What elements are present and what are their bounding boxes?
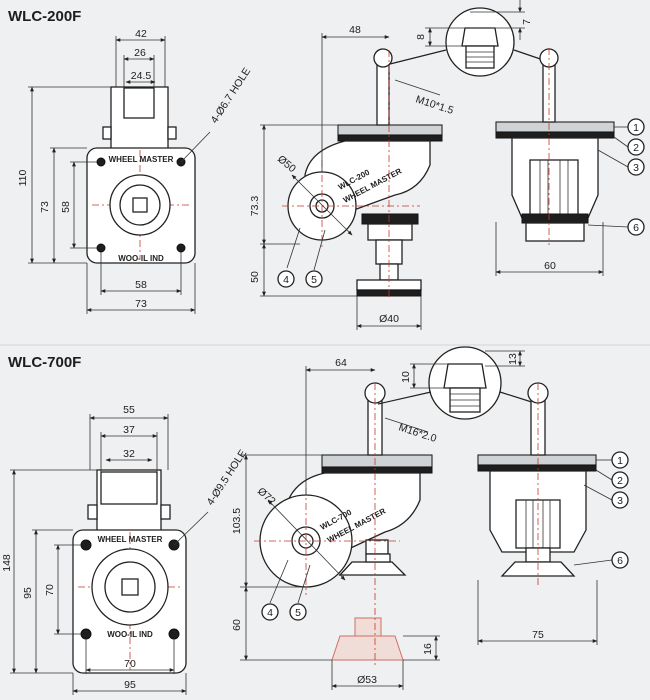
rear-view-200: 60 1 2 3 6 <box>495 48 645 276</box>
dim-pad-dia: Ø40 <box>379 313 399 325</box>
thread-note: M16*2.0 <box>397 421 438 445</box>
front-view-200: WHEEL MASTER WOO-IL IND 4-Ø6.7 HOLE <box>86 66 253 264</box>
hole-note: 4-Ø9.5 HOLE <box>204 448 249 508</box>
dim-side-width: 75 <box>532 629 544 641</box>
dim-adjust-height: 60 <box>231 619 243 631</box>
dim-offset: 64 <box>335 357 347 369</box>
rear-view-700: 75 1 2 3 6 <box>477 382 629 645</box>
svg-text:2: 2 <box>617 475 623 487</box>
dim-center-height: 73.3 <box>249 196 261 217</box>
dim-mid-width: 37 <box>123 424 135 436</box>
callout-3 <box>627 158 645 176</box>
callout-4 <box>261 603 279 621</box>
dim-top-width: 42 <box>135 28 147 40</box>
dim-wheel-dia: Ø72 <box>255 485 278 507</box>
mount-hole <box>176 243 186 253</box>
dimensions-front-200: 42 26 24.5 110 73 58 58 73 <box>17 28 196 314</box>
callout-1 <box>611 451 629 469</box>
dim-pad-height: 16 <box>422 643 434 655</box>
dim-top-width: 55 <box>123 404 135 416</box>
dim-wheel-dia: Ø50 <box>275 153 298 175</box>
svg-text:1: 1 <box>633 122 639 134</box>
mount-hole <box>80 628 92 640</box>
section-title-wlc-700f: WLC-700F <box>8 354 82 371</box>
svg-text:3: 3 <box>633 162 639 174</box>
dim-total-height: 148 <box>1 554 13 572</box>
bolt-square <box>132 197 148 213</box>
dim-hex-height: 8 <box>415 34 427 40</box>
svg-text:6: 6 <box>633 222 639 234</box>
callout-1 <box>627 118 645 136</box>
dim-side-width: 60 <box>544 260 556 272</box>
svg-text:3: 3 <box>617 495 623 507</box>
threaded-stem <box>376 57 390 126</box>
dim-hole-h: 70 <box>124 658 136 670</box>
plate-text-bottom: WOO-IL IND <box>118 254 164 263</box>
dim-plate-height: 95 <box>22 587 34 599</box>
top-plate <box>337 124 443 136</box>
rear-top-plate <box>495 121 615 133</box>
mount-hole <box>96 157 106 167</box>
svg-text:2: 2 <box>633 142 639 154</box>
section-title-wlc-200f: WLC-200F <box>8 8 82 25</box>
dim-inner-width: 32 <box>123 448 135 460</box>
dim-hex-top: 7 <box>521 19 533 25</box>
thread-note: M10*1.5 <box>414 93 455 117</box>
dim-adjust-height: 50 <box>249 271 261 283</box>
callout-6 <box>611 551 629 569</box>
callout-2 <box>627 138 645 156</box>
dim-hole-v: 70 <box>44 584 56 596</box>
callout-4 <box>277 270 295 288</box>
hex-detail-700: 13 10 <box>377 346 539 420</box>
dim-hex-top: 13 <box>507 353 519 365</box>
dim-hole-h: 58 <box>135 279 147 291</box>
hex-detail-200: 7 8 <box>389 0 556 77</box>
svg-text:5: 5 <box>311 274 317 286</box>
mount-hole <box>168 628 180 640</box>
callout-3 <box>611 491 629 509</box>
plate-text-bottom: WOO-IL IND <box>107 630 153 639</box>
svg-text:4: 4 <box>283 274 289 286</box>
lock-nut <box>361 213 419 225</box>
dim-inner-width: 24.5 <box>131 70 152 82</box>
callout-5 <box>305 270 323 288</box>
hex-nut <box>461 27 499 47</box>
svg-text:6: 6 <box>617 555 623 567</box>
dim-plate-width: 73 <box>135 298 147 310</box>
dim-offset: 48 <box>349 24 361 36</box>
side-view-200: WLC-200 WHEEL MASTER <box>282 48 443 300</box>
top-plate <box>321 454 433 468</box>
callout-2 <box>611 471 629 489</box>
swivel-top <box>123 87 155 119</box>
svg-text:4: 4 <box>267 607 273 619</box>
rear-top-plate <box>477 454 597 466</box>
dim-hole-v: 58 <box>60 201 72 213</box>
svg-text:5: 5 <box>295 607 301 619</box>
front-view-700: WHEEL MASTER WOO-IL IND 4-Ø9.5 HOLE <box>72 448 249 674</box>
dim-plate-width: 95 <box>124 679 136 691</box>
dim-center-height: 103.5 <box>231 508 243 534</box>
axle-left <box>102 126 112 140</box>
hex-nut <box>443 363 487 389</box>
svg-text:1: 1 <box>617 455 623 467</box>
dim-hex-height: 10 <box>400 371 412 383</box>
dimensions-front-700: 55 37 32 148 95 70 70 95 <box>1 404 187 695</box>
mount-hole <box>80 539 92 551</box>
lowered-pad-ghost <box>331 617 404 661</box>
dim-mid-width: 26 <box>134 47 146 59</box>
leveling-base <box>338 561 407 576</box>
plate-text-top: WHEEL MASTER <box>98 535 163 544</box>
callout-6 <box>627 218 645 236</box>
dim-plate-height: 73 <box>39 201 51 213</box>
axle-right <box>167 126 177 140</box>
callout-5 <box>289 603 307 621</box>
dim-total-height: 110 <box>17 169 29 186</box>
dim-pad-dia: Ø53 <box>357 674 377 686</box>
plate-text-top: WHEEL MASTER <box>109 155 174 164</box>
mount-hole <box>96 243 106 253</box>
hole-note: 4-Ø6.7 HOLE <box>208 66 253 126</box>
